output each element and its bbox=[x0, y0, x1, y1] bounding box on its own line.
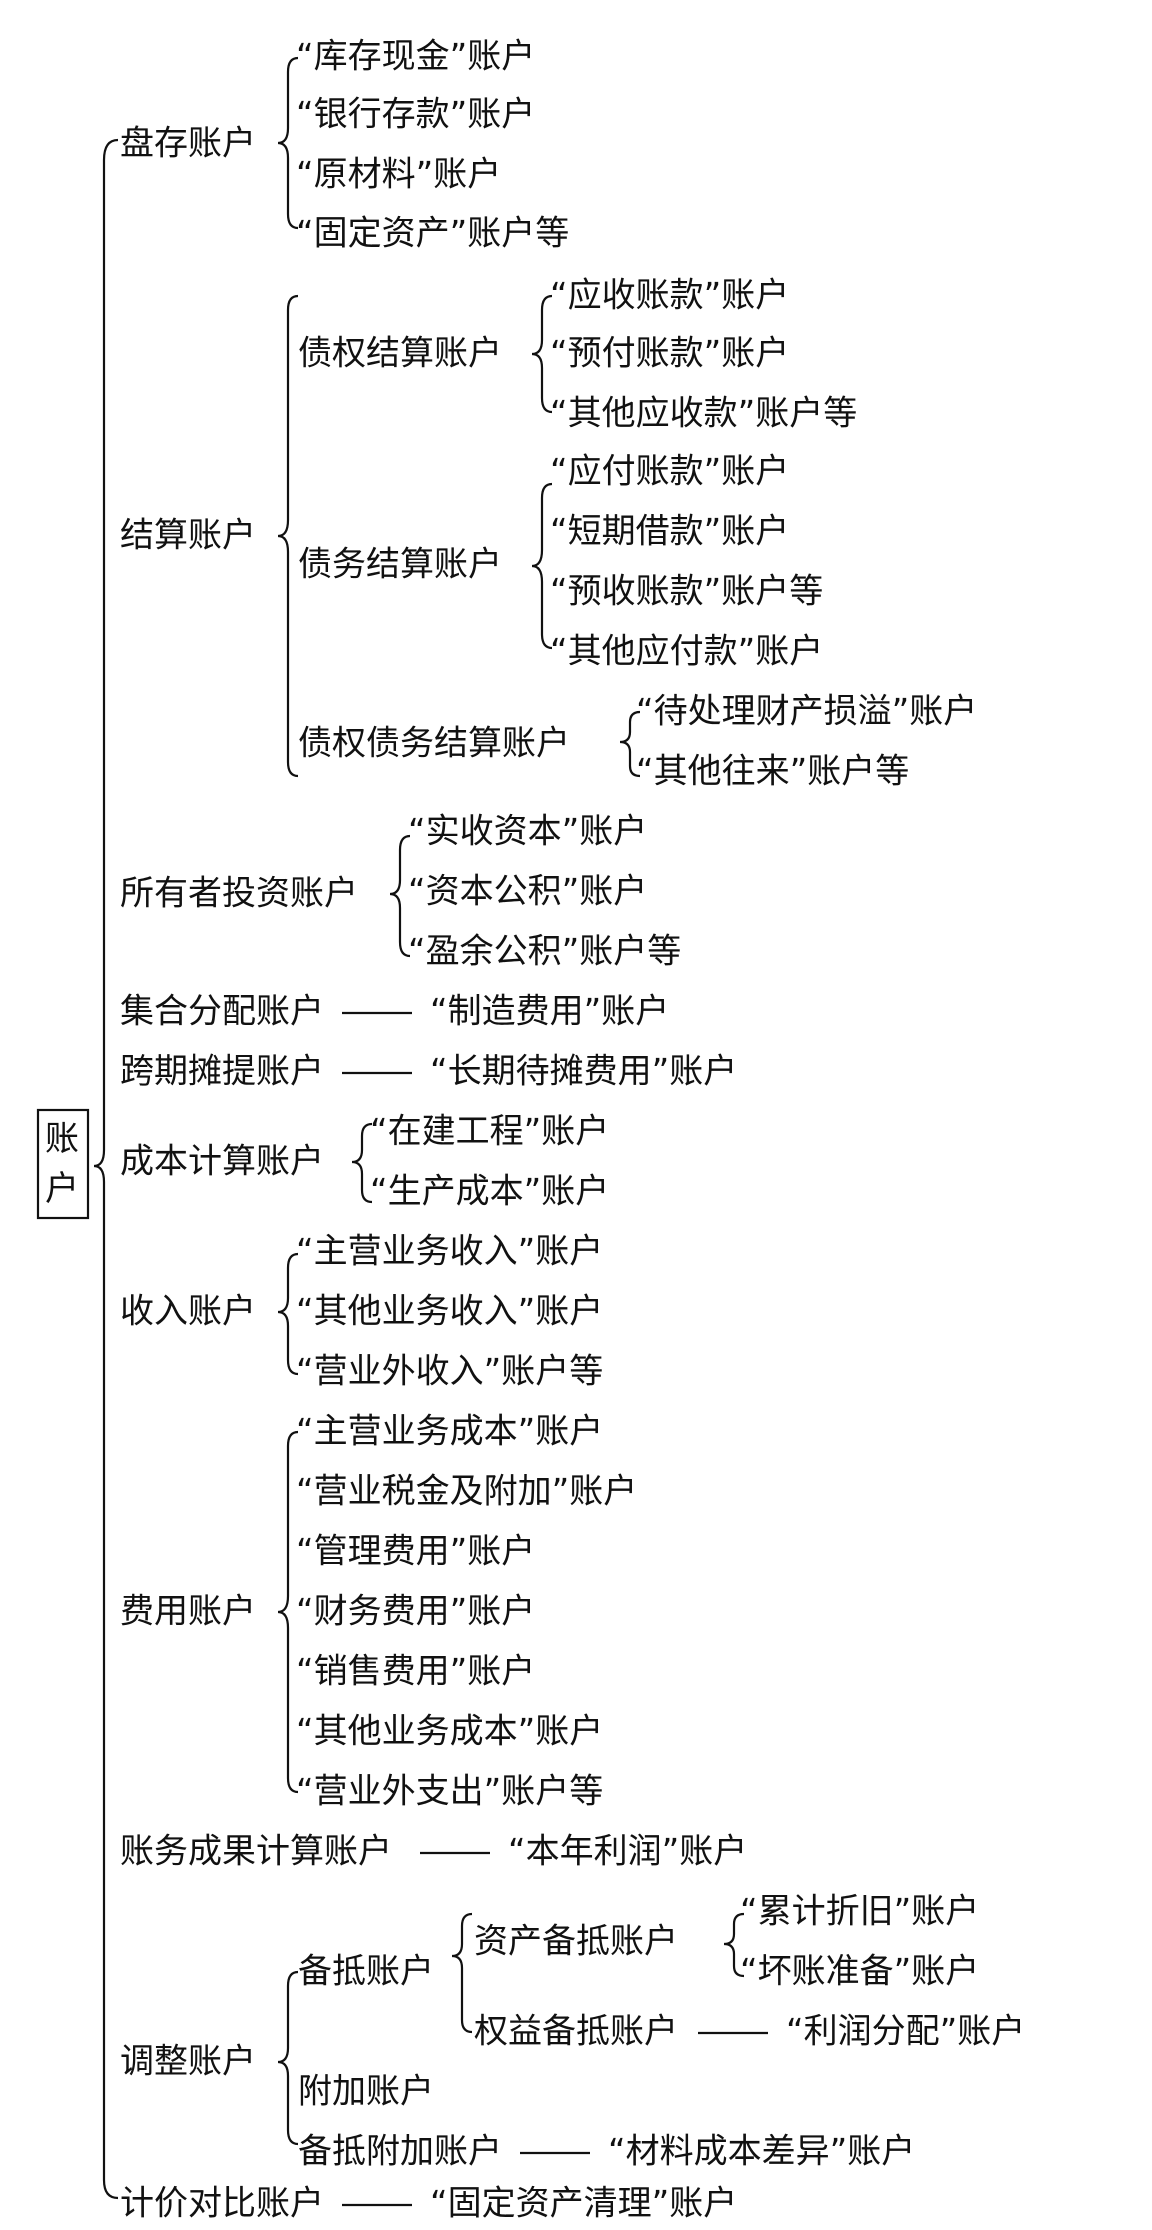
period-item: “长期待摊费用”账户 bbox=[430, 1052, 737, 1092]
adjust-label: 调整账户 bbox=[120, 2042, 256, 2082]
income-brace bbox=[277, 1252, 299, 1376]
asset-contra-item-1: “累计折旧”账户 bbox=[740, 1892, 979, 1932]
creditor-label: 债权结算账户 bbox=[298, 334, 502, 374]
owner-item-2: “资本公积”账户 bbox=[408, 872, 647, 912]
inventory-brace bbox=[277, 56, 299, 230]
inventory-item-1: “库存现金”账户 bbox=[296, 37, 535, 77]
adjunct-label: 附加账户 bbox=[298, 2072, 434, 2112]
mixed-item-1: “待处理财产损溢”账户 bbox=[636, 692, 977, 732]
owner-item-1: “实收资本”账户 bbox=[408, 812, 647, 852]
expense-item-6: “其他业务成本”账户 bbox=[296, 1712, 603, 1752]
income-item-2: “其他业务收入”账户 bbox=[296, 1292, 603, 1332]
expense-brace bbox=[277, 1430, 299, 1794]
inventory-label: 盘存账户 bbox=[120, 124, 256, 164]
compare-item: “固定资产清理”账户 bbox=[430, 2184, 737, 2224]
cost-label: 成本计算账户 bbox=[120, 1142, 324, 1182]
debt-item-3: “预收账款”账户等 bbox=[550, 572, 823, 612]
period-label: 跨期摊提账户 bbox=[120, 1052, 324, 1092]
contra-adjunct-item: “材料成本差异”账户 bbox=[608, 2132, 915, 2172]
collect-label: 集合分配账户 bbox=[120, 992, 324, 1032]
inventory-item-4: “固定资产”账户等 bbox=[296, 214, 569, 254]
asset-contra-label: 资产备抵账户 bbox=[474, 1922, 678, 1962]
income-label: 收入账户 bbox=[120, 1292, 256, 1332]
cost-item-1: “在建工程”账户 bbox=[370, 1112, 609, 1152]
contra-label: 备抵账户 bbox=[298, 1952, 434, 1992]
collect-item: “制造费用”账户 bbox=[430, 992, 669, 1032]
cost-brace bbox=[351, 1122, 373, 1204]
creditor-brace bbox=[531, 294, 553, 414]
asset-contra-item-2: “坏账准备”账户 bbox=[740, 1952, 979, 1992]
expense-item-2: “营业税金及附加”账户 bbox=[296, 1472, 637, 1512]
creditor-item-3: “其他应收款”账户等 bbox=[550, 394, 857, 434]
expense-item-1: “主营业务成本”账户 bbox=[296, 1412, 603, 1452]
settlement-brace bbox=[277, 294, 299, 778]
result-item: “本年利润”账户 bbox=[508, 1832, 747, 1872]
contra-adjunct-label: 备抵附加账户 bbox=[298, 2132, 502, 2172]
debt-item-1: “应付账款”账户 bbox=[550, 452, 789, 492]
creditor-item-2: “预付账款”账户 bbox=[550, 334, 789, 374]
owner-item-3: “盈余公积”账户等 bbox=[408, 932, 681, 972]
expense-item-4: “财务费用”账户 bbox=[296, 1592, 535, 1632]
settlement-label: 结算账户 bbox=[120, 516, 256, 556]
owner-label: 所有者投资账户 bbox=[120, 874, 358, 914]
debt-brace bbox=[531, 482, 553, 650]
debt-item-4: “其他应付款”账户 bbox=[550, 632, 823, 672]
expense-item-3: “管理费用”账户 bbox=[296, 1532, 535, 1572]
inventory-item-3: “原材料”账户 bbox=[296, 155, 501, 195]
mixed-label: 债权债务结算账户 bbox=[298, 724, 570, 764]
expense-item-5: “销售费用”账户 bbox=[296, 1652, 535, 1692]
root-box bbox=[36, 1108, 90, 1220]
cost-item-2: “生产成本”账户 bbox=[370, 1172, 609, 1212]
compare-label: 计价对比账户 bbox=[120, 2184, 324, 2224]
debt-label: 债务结算账户 bbox=[298, 545, 502, 585]
expense-item-7: “营业外支出”账户等 bbox=[296, 1772, 603, 1812]
inventory-item-2: “银行存款”账户 bbox=[296, 95, 535, 135]
mixed-brace bbox=[619, 710, 641, 778]
debt-item-2: “短期借款”账户 bbox=[550, 512, 789, 552]
creditor-item-1: “应收账款”账户 bbox=[550, 276, 789, 316]
equity-contra-item: “利润分配”账户 bbox=[786, 2012, 1025, 2052]
asset-contra-brace bbox=[723, 1912, 745, 1978]
income-item-3: “营业外收入”账户等 bbox=[296, 1352, 603, 1392]
mixed-item-2: “其他往来”账户等 bbox=[636, 752, 909, 792]
adjust-brace bbox=[277, 1970, 299, 2146]
root-label-char1: 账户 bbox=[45, 1119, 79, 1209]
contra-brace bbox=[451, 1912, 473, 2034]
equity-contra-label: 权益备抵账户 bbox=[474, 2012, 678, 2052]
main-brace bbox=[93, 138, 119, 2200]
result-label: 账务成果计算账户 bbox=[120, 1832, 392, 1872]
income-item-1: “主营业务收入”账户 bbox=[296, 1232, 603, 1272]
owner-brace bbox=[389, 834, 411, 958]
expense-label: 费用账户 bbox=[120, 1592, 256, 1632]
